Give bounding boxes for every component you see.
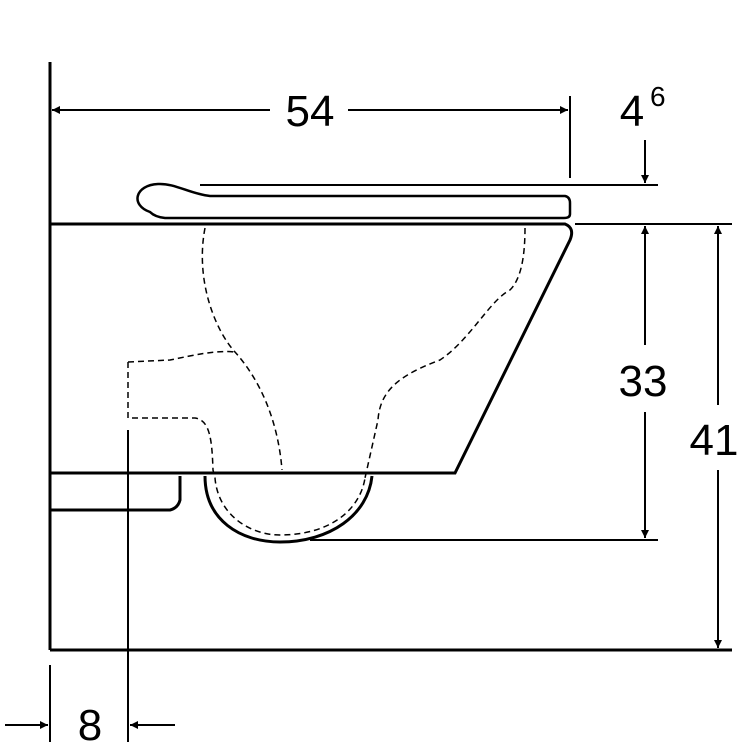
seat-lid [136, 182, 572, 220]
bowl-outline [50, 222, 574, 475]
trap-outline [203, 475, 374, 544]
hidden-lines [127, 227, 526, 536]
dim-8-label: 8 [78, 701, 102, 750]
dim-54-label: 54 [286, 87, 335, 136]
dim-41-label: 41 [690, 416, 739, 465]
dim-33-label: 33 [619, 357, 668, 406]
dim-4-6-label: 4 [620, 87, 644, 136]
drain-pipe [50, 476, 182, 512]
dim-4-6-sup: 6 [650, 81, 666, 112]
